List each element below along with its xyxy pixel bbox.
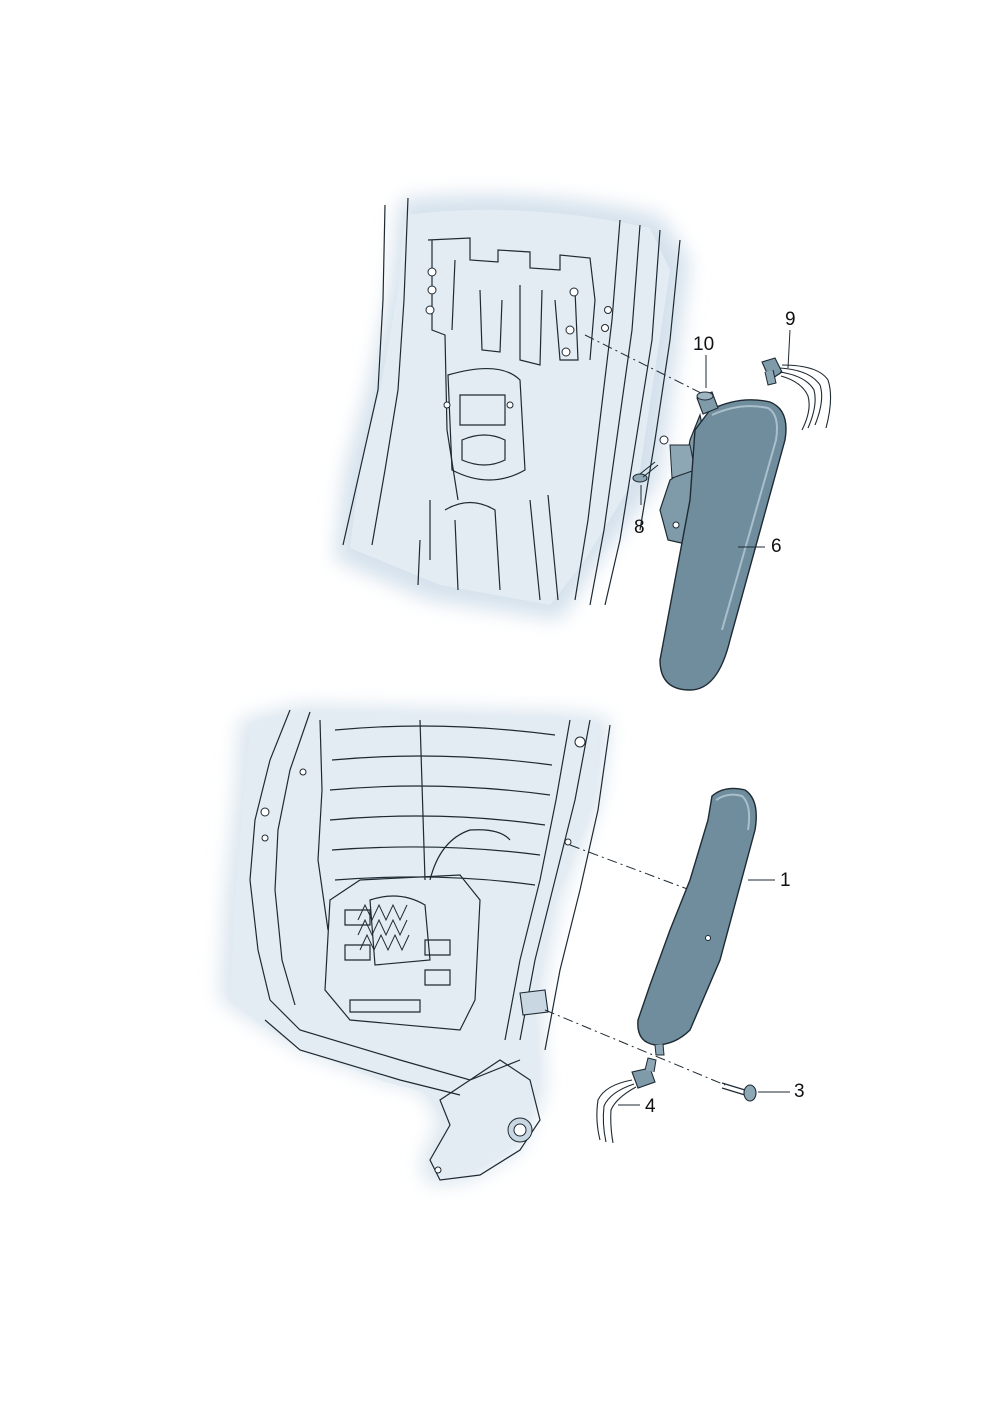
part-10-nut xyxy=(696,391,719,415)
part-1-side-airbag-lower xyxy=(637,787,757,1056)
callout-3: 3 xyxy=(794,1081,805,1102)
callout-4: 4 xyxy=(645,1096,656,1117)
callout-10: 10 xyxy=(693,334,715,355)
callout-6: 6 xyxy=(771,536,782,557)
upper-seat-back-panel xyxy=(335,195,690,620)
part-4-wiring-harness-lower xyxy=(596,1057,657,1144)
callout-8: 8 xyxy=(634,517,645,538)
part-6-side-airbag-upper xyxy=(659,399,787,691)
leader-line-upper xyxy=(584,334,706,396)
part-3-screw xyxy=(721,1082,790,1102)
part-9-wiring-harness-upper xyxy=(761,329,832,431)
part-8-screw xyxy=(632,461,659,505)
leader-line-lower-a xyxy=(569,844,691,891)
callout-9: 9 xyxy=(785,309,796,330)
callout-1: 1 xyxy=(780,870,791,891)
lower-seat-frame xyxy=(220,705,611,1185)
leader-line-lower-b xyxy=(544,1009,726,1086)
